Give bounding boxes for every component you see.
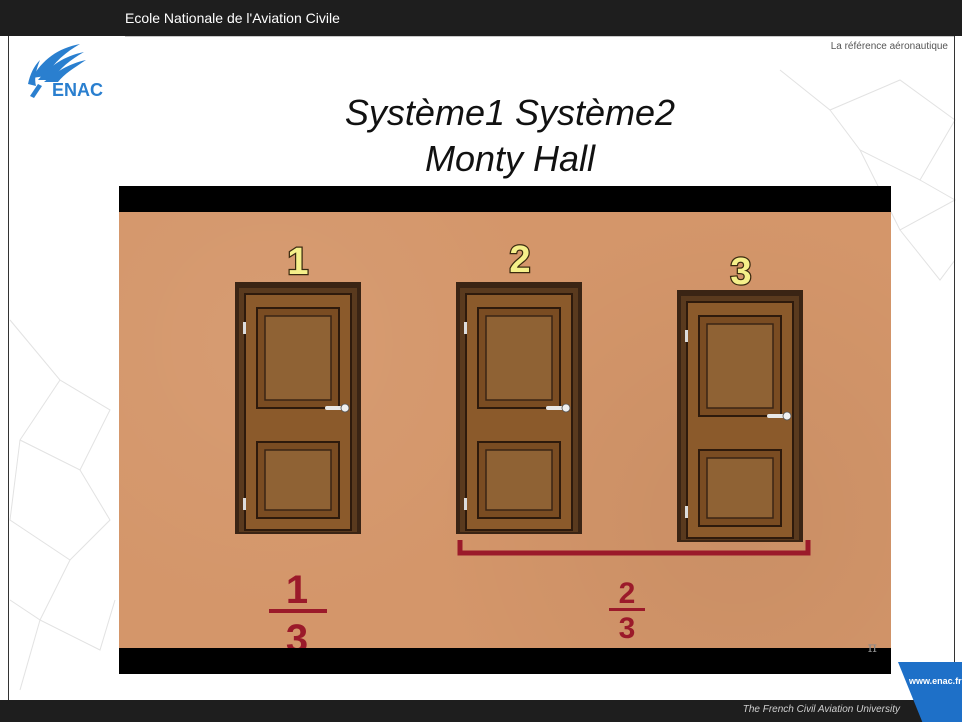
monty-hall-illustration: 1 2 3 1 3 2 3 <box>234 238 811 661</box>
slide-title: Système1 Système2 Monty Hall <box>200 90 820 182</box>
slide-title-line-2: Monty Hall <box>424 138 596 179</box>
doors-2-3-bracket <box>457 540 811 556</box>
door-number-3: 3 <box>730 251 751 293</box>
fraction-right-bar <box>609 608 645 611</box>
enac-logo: ENAC <box>18 38 112 102</box>
fraction-left-denominator: 3 <box>286 617 308 648</box>
header-divider <box>125 36 955 37</box>
door-number-1: 1 <box>287 241 308 283</box>
video-watermark: π <box>867 640 877 656</box>
slide-left-border <box>8 36 9 700</box>
door-3 <box>676 289 804 543</box>
fraction-left-bar <box>269 609 327 613</box>
logo-text: ENAC <box>52 80 103 100</box>
cardboard-background: 1 2 3 1 3 2 3 <box>119 212 891 661</box>
header-bar: Ecole Nationale de l'Aviation Civile <box>0 0 962 36</box>
fraction-left-numerator: 1 <box>286 568 308 612</box>
header-tagline: La référence aéronautique <box>830 41 948 52</box>
video-frame[interactable]: 1 2 3 1 3 2 3 π <box>119 186 891 674</box>
door-1 <box>234 281 362 535</box>
fraction-right-numerator: 2 <box>619 577 636 610</box>
slide-title-line-1: Système1 Système2 <box>344 92 676 133</box>
door-number-2: 2 <box>509 239 530 281</box>
enac-feather-icon: ENAC <box>28 44 103 100</box>
institution-name: Ecole Nationale de l'Aviation Civile <box>125 10 340 26</box>
door-2 <box>455 281 583 535</box>
slide-right-border <box>954 36 955 662</box>
website-link[interactable]: www.enac.fr <box>909 676 962 686</box>
fraction-right-denominator: 3 <box>619 612 636 645</box>
footer-bar: The French Civil Aviation University <box>0 700 962 722</box>
footer-university: The French Civil Aviation University <box>742 704 900 715</box>
